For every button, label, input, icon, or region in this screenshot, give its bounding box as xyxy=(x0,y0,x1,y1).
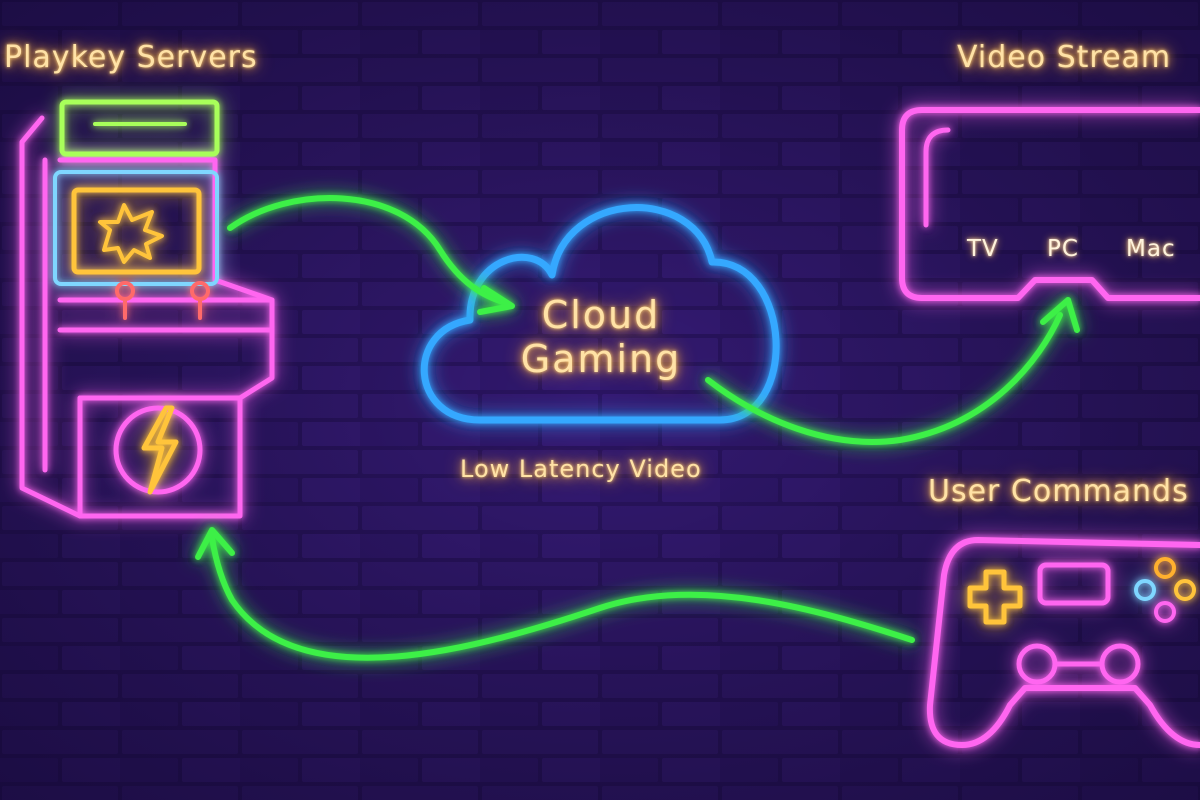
arrow-cloud-to-stream xyxy=(705,312,1063,445)
device-label-tv: TV xyxy=(967,236,999,262)
device-label-mac: Mac xyxy=(1126,236,1176,262)
explosion-icon xyxy=(98,203,164,264)
arrow-commands-to-servers-head xyxy=(195,527,235,560)
label-low-latency-video: Low Latency Video xyxy=(460,455,702,483)
arrow-cloud-to-stream-head xyxy=(1040,297,1080,333)
arrow-commands-to-servers xyxy=(209,535,915,661)
device-label-pc: PC xyxy=(1047,236,1079,262)
arrow-servers-to-cloud xyxy=(227,195,509,306)
dpad-icon xyxy=(967,569,1023,625)
label-playkey-servers: Playkey Servers xyxy=(4,40,258,75)
lightning-icon xyxy=(141,405,179,495)
label-user-commands: User Commands xyxy=(928,474,1189,509)
cabinet-screen xyxy=(71,187,202,275)
label-gaming: Gaming xyxy=(520,337,682,381)
label-video-stream: Video Stream xyxy=(957,40,1172,75)
arrow-servers-to-cloud-head xyxy=(477,285,515,315)
marquee-panel xyxy=(59,99,220,157)
label-cloud: Cloud xyxy=(541,293,661,337)
